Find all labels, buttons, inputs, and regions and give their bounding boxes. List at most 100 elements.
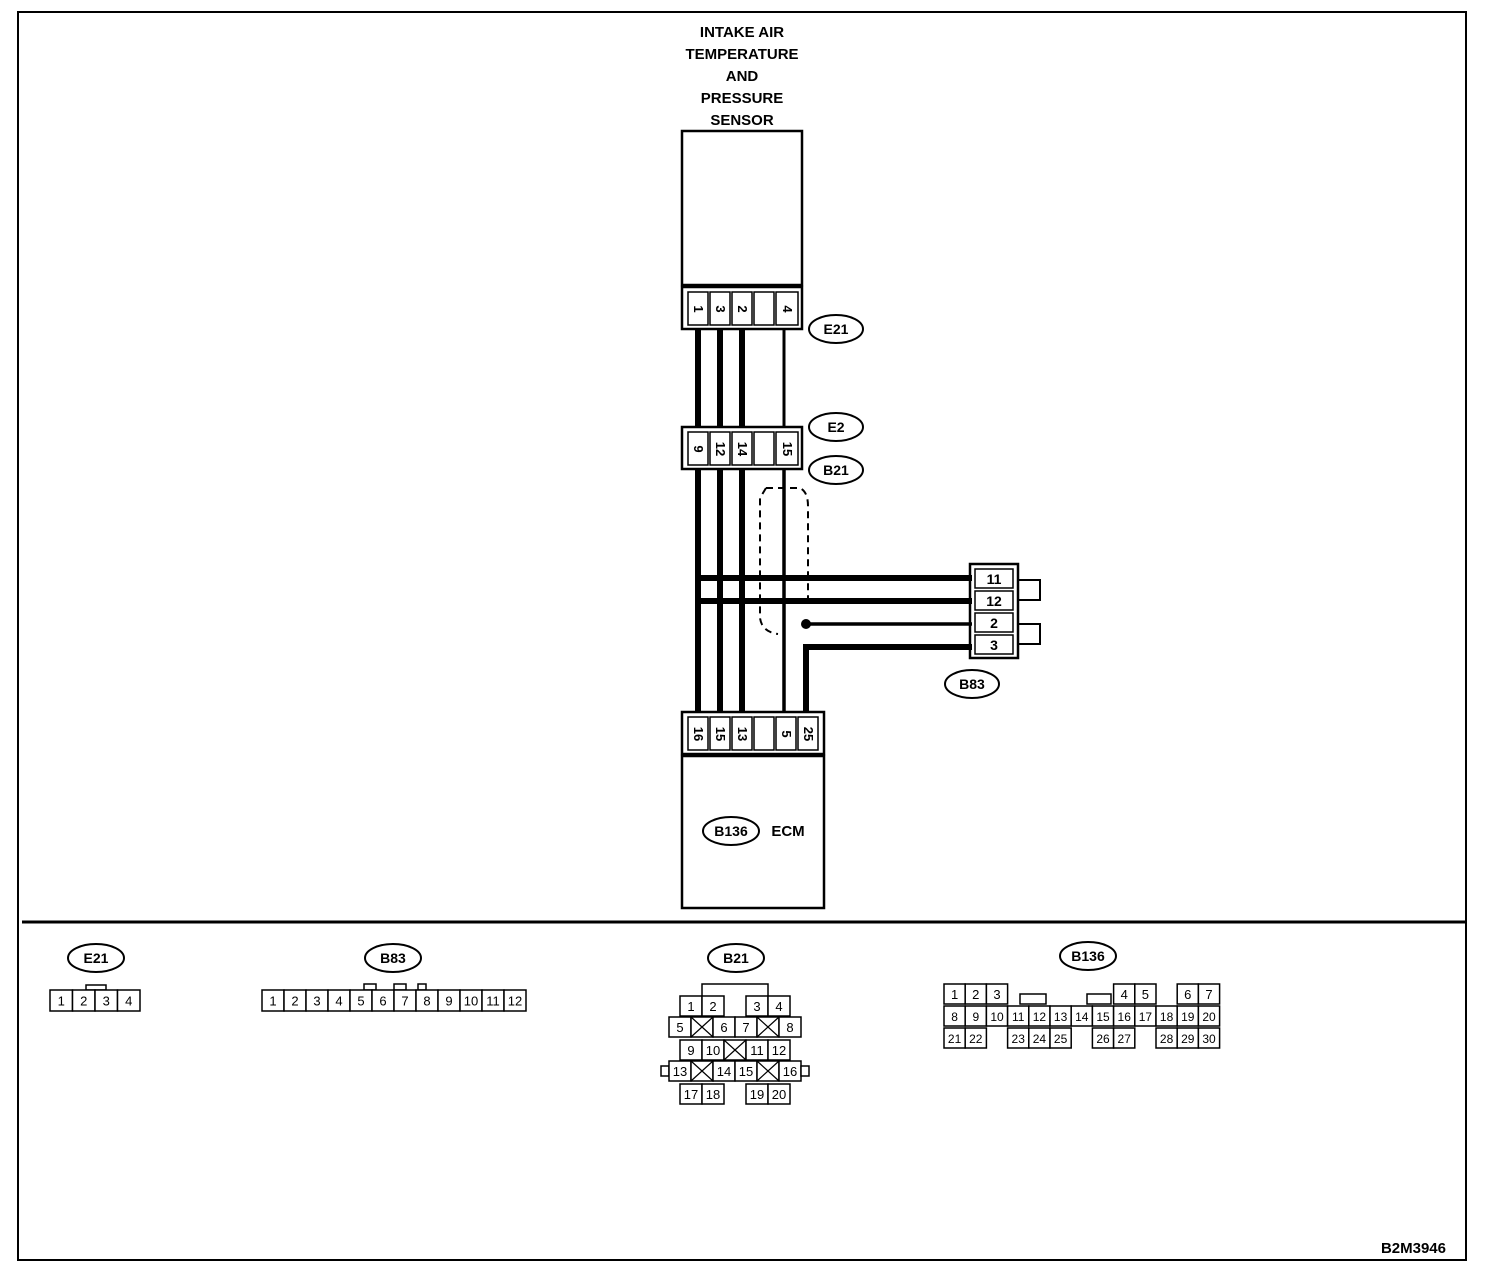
connector-latch bbox=[701, 983, 769, 996]
pin-number: 1 bbox=[687, 999, 694, 1014]
pin-number: 21 bbox=[948, 1032, 962, 1046]
pin-number: 7 bbox=[401, 994, 408, 1009]
b83-pin-label: 2 bbox=[990, 615, 998, 631]
connector-id-b83: B83 bbox=[959, 676, 985, 692]
connector-latch bbox=[1086, 993, 1112, 1005]
connector-latch bbox=[363, 983, 377, 991]
pin-number: 29 bbox=[1181, 1032, 1195, 1046]
b83-pin-label: 3 bbox=[990, 637, 998, 653]
pin-number: 9 bbox=[687, 1043, 694, 1058]
pin-number: 15 bbox=[1096, 1010, 1110, 1024]
joint-pin-label: 15 bbox=[780, 442, 795, 456]
pin-number: 1 bbox=[58, 994, 65, 1009]
face-id-b83: B83 bbox=[380, 950, 406, 966]
pin-number: 26 bbox=[1096, 1032, 1110, 1046]
pin-number: 8 bbox=[786, 1020, 793, 1035]
pin-number: 18 bbox=[706, 1087, 720, 1102]
pin-number: 5 bbox=[676, 1020, 683, 1035]
pin-number: 8 bbox=[951, 1010, 958, 1024]
connector-tab bbox=[660, 1065, 670, 1077]
pin-number: 3 bbox=[993, 987, 1000, 1002]
e21-pin-label: 3 bbox=[713, 305, 728, 312]
sensor-title-line: TEMPERATURE bbox=[685, 46, 798, 63]
sensor-title-line: PRESSURE bbox=[701, 90, 784, 107]
blank-cavity-cross bbox=[690, 1016, 714, 1038]
face-pin-b136 bbox=[985, 983, 1009, 1005]
connector-id-b136: B136 bbox=[714, 823, 748, 839]
pin-number: 2 bbox=[709, 999, 716, 1014]
sensor-title-line: INTAKE AIR bbox=[700, 24, 784, 41]
sensor-body bbox=[680, 129, 804, 287]
pin-number: 9 bbox=[972, 1010, 979, 1024]
pin-number: 1 bbox=[269, 994, 276, 1009]
sensor-title-line: AND bbox=[726, 68, 759, 85]
blank-cavity-cross bbox=[723, 1039, 747, 1061]
pin-number: 5 bbox=[357, 994, 364, 1009]
pin-number: 15 bbox=[739, 1064, 753, 1079]
pin-number: 1 bbox=[951, 987, 958, 1002]
pin-number: 6 bbox=[379, 994, 386, 1009]
wires-lower bbox=[695, 469, 972, 712]
wires-upper bbox=[695, 329, 786, 427]
face-pin-b136 bbox=[1197, 983, 1221, 1005]
pin-number: 4 bbox=[125, 994, 132, 1009]
pin-number: 13 bbox=[1054, 1010, 1068, 1024]
ecm-body bbox=[680, 754, 826, 910]
connector-id-e2: E2 bbox=[827, 419, 844, 435]
pin-number: 12 bbox=[508, 994, 522, 1009]
pin-number: 19 bbox=[1181, 1010, 1195, 1024]
ecm-pin-label: 16 bbox=[691, 727, 706, 741]
connector-latch bbox=[393, 983, 407, 991]
pin-number: 4 bbox=[1121, 987, 1128, 1002]
pin-number: 10 bbox=[990, 1010, 1004, 1024]
pin-number: 11 bbox=[486, 994, 500, 1009]
ecm-pin-label: 15 bbox=[713, 727, 728, 741]
connector-latch bbox=[1019, 993, 1047, 1005]
pin-number: 3 bbox=[103, 994, 110, 1009]
pin-number: 3 bbox=[753, 999, 760, 1014]
pin-number: 10 bbox=[464, 994, 478, 1009]
pin-number: 30 bbox=[1202, 1032, 1216, 1046]
face-id-e21: E21 bbox=[84, 950, 109, 966]
pin-number: 19 bbox=[750, 1087, 764, 1102]
pin-number: 8 bbox=[423, 994, 430, 1009]
joint-connector: 9 12 14 15 bbox=[680, 425, 804, 471]
ecm-pin-label: 13 bbox=[735, 727, 750, 741]
pin-number: 11 bbox=[1012, 1010, 1025, 1024]
sensor-title: INTAKE AIR TEMPERATURE AND PRESSURE SENS… bbox=[685, 24, 798, 129]
blank-cavity-cross bbox=[756, 1016, 780, 1038]
ecm-pin-label: 25 bbox=[801, 727, 816, 741]
joint-pin-label: 9 bbox=[691, 445, 706, 452]
pin-number: 12 bbox=[772, 1043, 786, 1058]
connector-id-oval bbox=[67, 943, 125, 973]
connector-id-oval bbox=[1059, 941, 1117, 971]
face-pin-b136 bbox=[964, 1027, 988, 1049]
connector-id-oval bbox=[707, 943, 765, 973]
face-pin-b21 bbox=[778, 1016, 802, 1038]
pin-number: 5 bbox=[1142, 987, 1149, 1002]
pin-number: 2 bbox=[80, 994, 87, 1009]
pin-number: 12 bbox=[1033, 1010, 1047, 1024]
sensor-connector: 1 3 2 4 bbox=[680, 285, 804, 331]
ecm-label: ECM bbox=[771, 823, 804, 840]
connector-id-e21: E21 bbox=[824, 321, 849, 337]
pin-number: 14 bbox=[1075, 1010, 1089, 1024]
pin-number: 2 bbox=[972, 987, 979, 1002]
face-pin-b21 bbox=[767, 995, 791, 1017]
pin-number: 22 bbox=[969, 1032, 983, 1046]
face-pin-b136 bbox=[1112, 1027, 1136, 1049]
face-pin-b136 bbox=[1049, 1027, 1072, 1049]
pin-number: 14 bbox=[717, 1064, 731, 1079]
pin-number: 9 bbox=[445, 994, 452, 1009]
pin-number: 16 bbox=[783, 1064, 797, 1079]
pin-number: 10 bbox=[706, 1043, 720, 1058]
joint-pin-label: 12 bbox=[713, 442, 728, 456]
e21-pin-label: 4 bbox=[780, 305, 795, 313]
pin-number: 24 bbox=[1033, 1032, 1047, 1046]
pin-number: 18 bbox=[1160, 1010, 1174, 1024]
e21-pin-label: 2 bbox=[735, 305, 750, 312]
face-pin-b136 bbox=[1197, 1005, 1221, 1027]
connector-id-b21: B21 bbox=[823, 462, 849, 478]
blank-cavity-cross bbox=[690, 1060, 714, 1082]
